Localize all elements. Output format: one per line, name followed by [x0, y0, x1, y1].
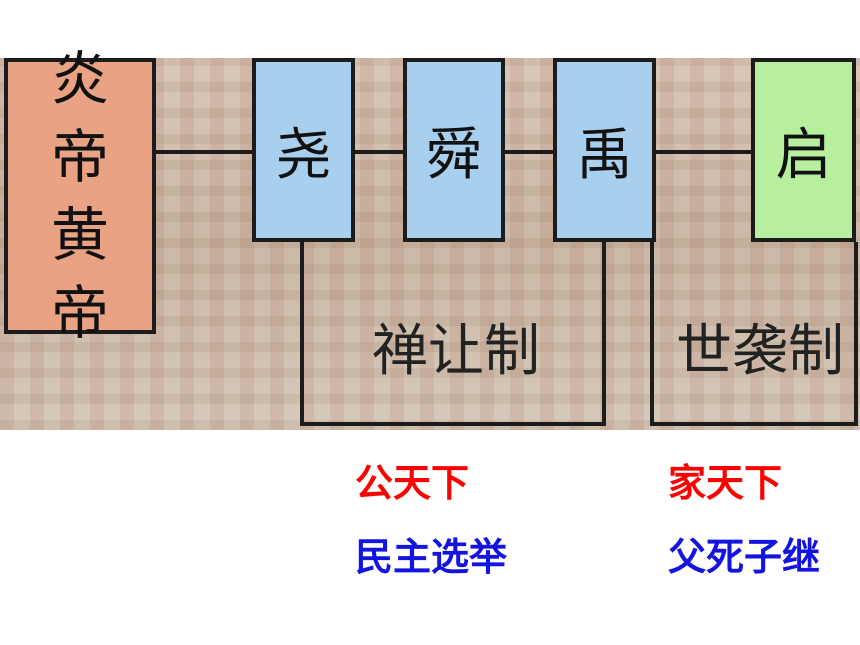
hereditary-bracket-bottom — [650, 422, 858, 426]
ruler-box-shun: 舜 — [403, 58, 505, 242]
ruler-box-yao: 尧 — [252, 58, 355, 242]
connector-shun-yu — [505, 150, 553, 154]
origin-label-line2: 黄帝 — [50, 201, 109, 347]
ruler-label-qi: 启 — [775, 122, 832, 188]
origin-box-yandi-huangdi: 炎帝黄帝 — [4, 45, 156, 347]
connector-yu-qi — [656, 150, 751, 154]
abdication-bracket-bottom — [300, 422, 606, 426]
origin-label-line1: 炎帝 — [50, 45, 109, 191]
caption-right-top: 家天下 — [668, 461, 783, 505]
abdication-bracket-right — [602, 242, 606, 426]
caption-left-bottom: 民主选举 — [355, 535, 508, 579]
hereditary-bracket-right — [854, 242, 858, 426]
hereditary-system-label: 世袭制 — [676, 319, 844, 384]
ruler-box-yu: 禹 — [553, 58, 656, 242]
ruler-label-shun: 舜 — [426, 122, 482, 188]
ruler-box-qi: 启 — [751, 58, 856, 242]
hereditary-bracket-left — [650, 242, 654, 426]
abdication-bracket-left — [300, 242, 304, 426]
ruler-label-yu: 禹 — [576, 122, 633, 188]
caption-right-bottom: 父死子继 — [668, 535, 821, 579]
abdication-system-label: 禅让制 — [372, 319, 540, 384]
ruler-label-yao: 尧 — [275, 122, 332, 188]
connector-yao-shun — [355, 150, 403, 154]
caption-left-top: 公天下 — [355, 461, 470, 505]
connector-yandi-yao — [156, 150, 252, 154]
